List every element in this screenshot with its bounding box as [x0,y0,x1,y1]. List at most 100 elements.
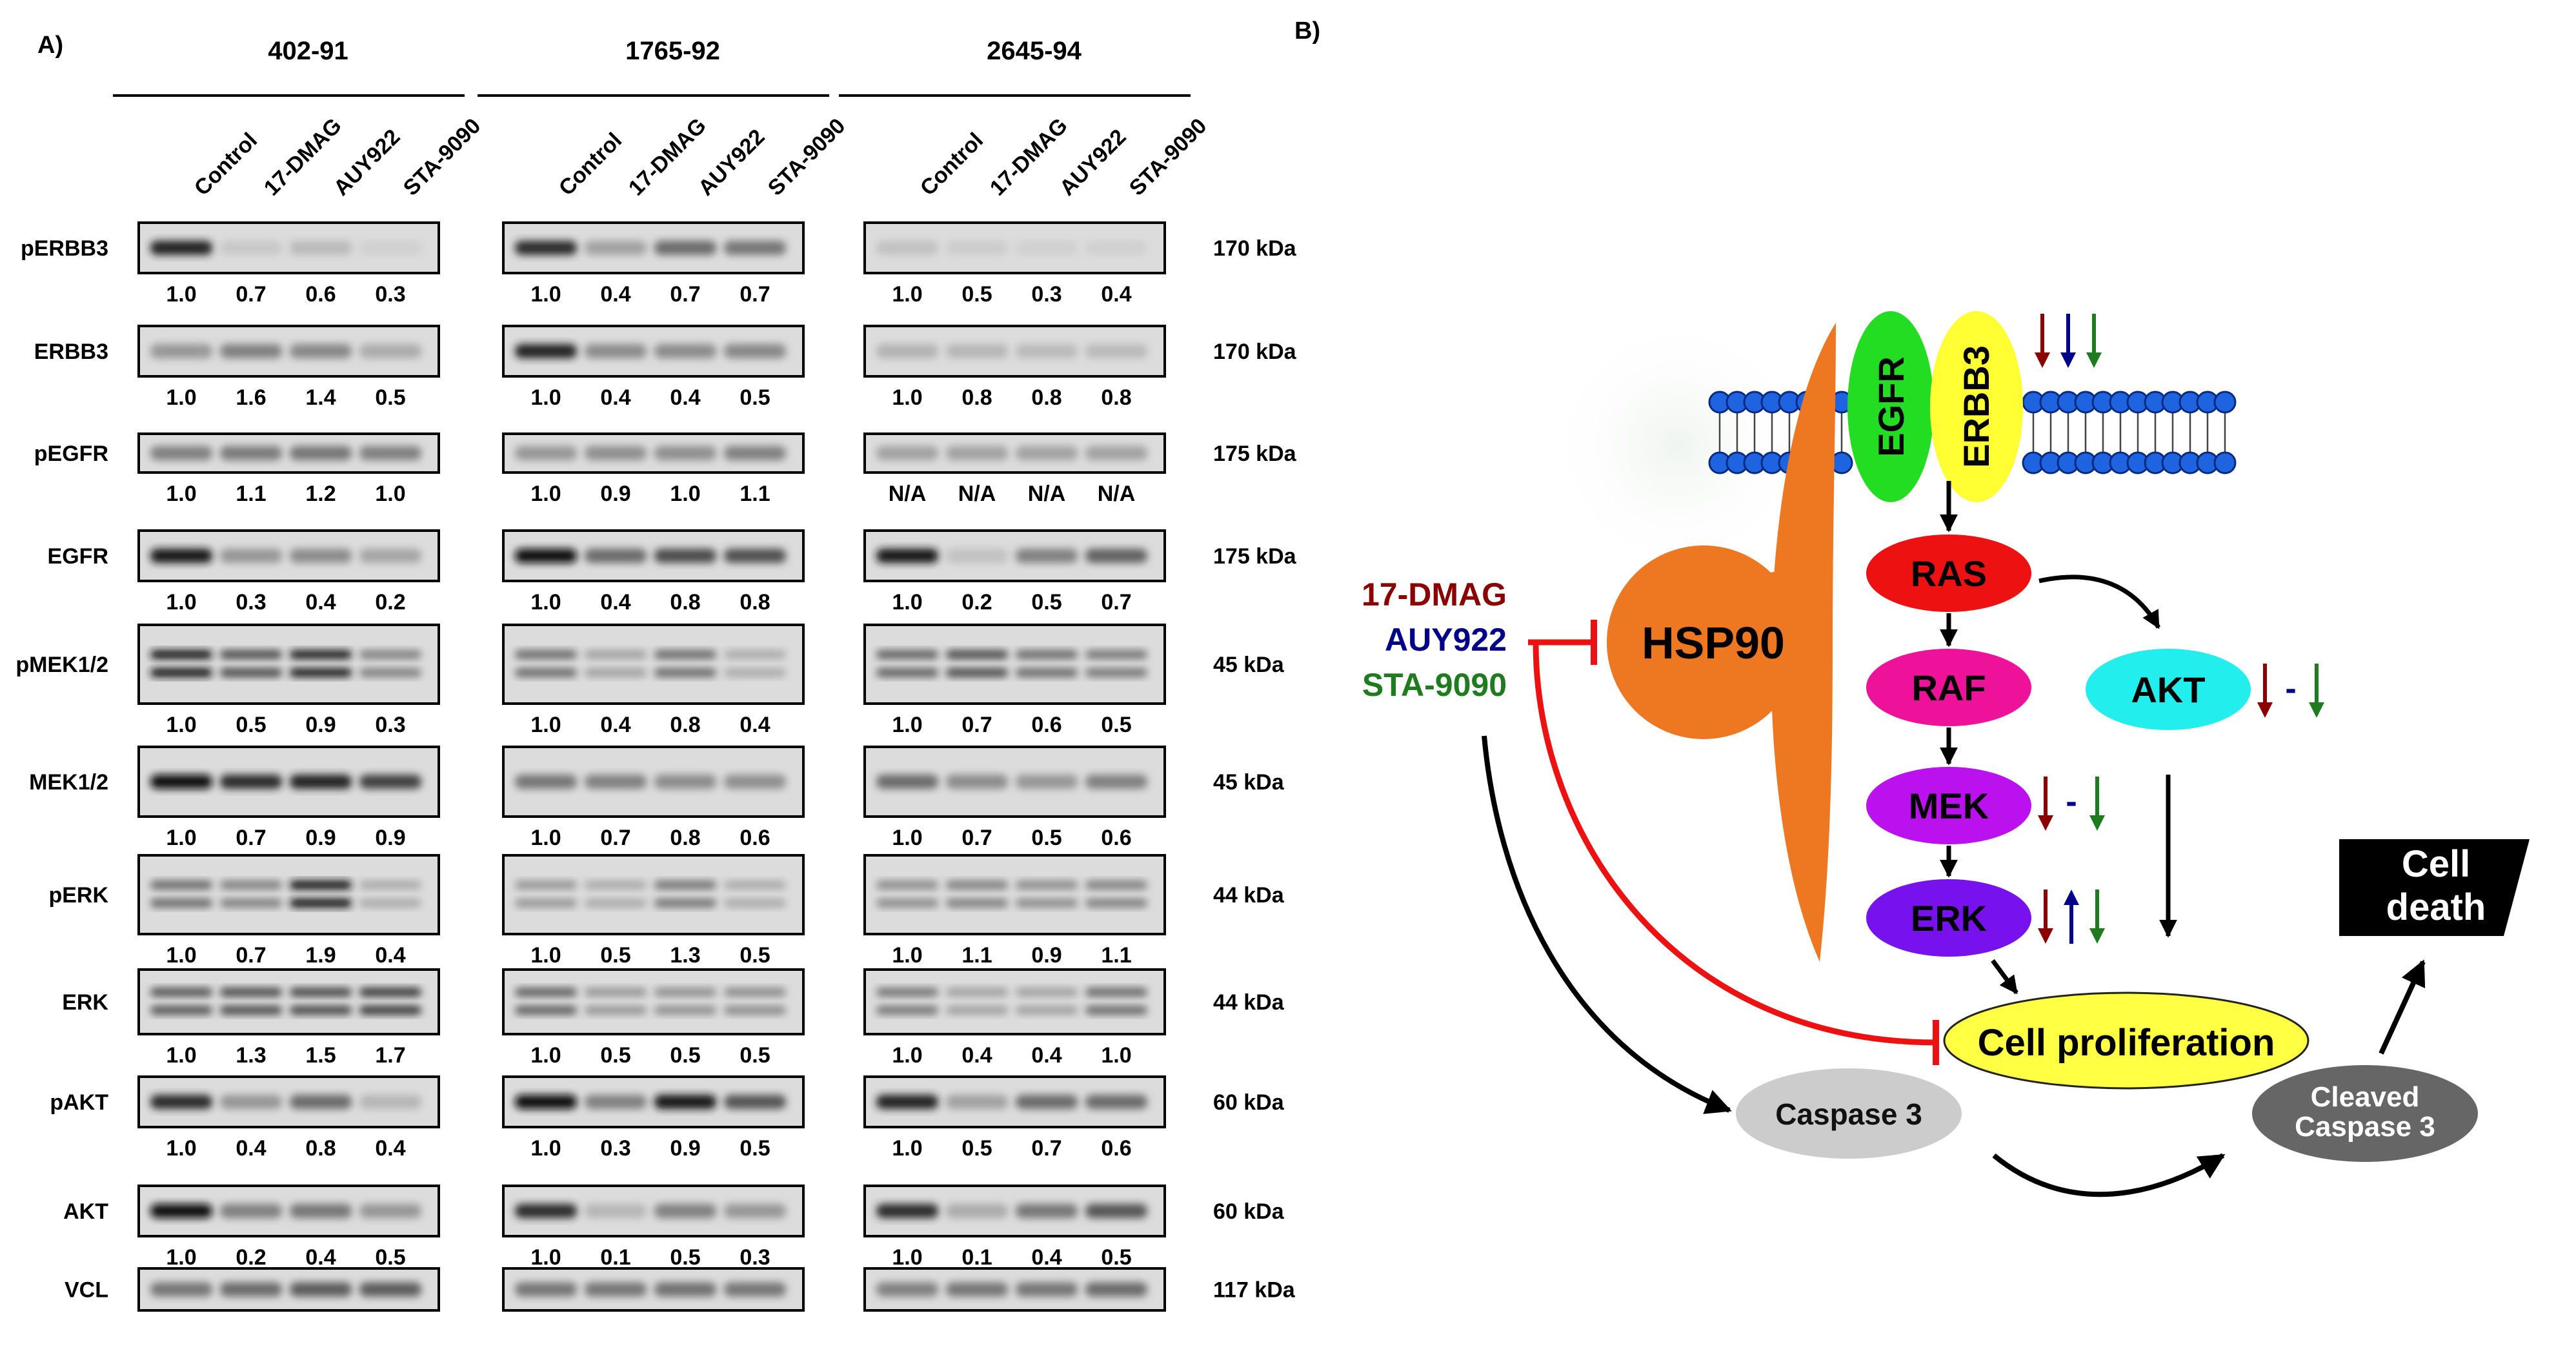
blot-band [876,1204,938,1218]
blot-band [1016,1204,1078,1218]
blot-band [220,988,282,997]
blot-band [585,549,647,563]
erbb3-effect-arrows [2035,314,2102,368]
treatment-label-sta-9090: STA-9090 [1125,114,1212,201]
blot-band [1016,549,1078,563]
erbb3-label: ERBB3 [1956,345,1997,468]
blot-band [585,1006,647,1015]
blot-band [359,241,421,255]
blot-band [1016,1282,1078,1297]
blot-band [946,1282,1008,1297]
quantification-value: 1.4 [305,385,336,410]
blot-band [359,446,421,460]
blot-band [220,650,282,659]
caspase3-label: Caspase 3 [1775,1097,1922,1131]
blot-band [1085,446,1147,460]
quantification-value: 0.4 [375,1136,405,1161]
quantification-value: 0.5 [1031,590,1062,615]
quantification-value: 0.5 [740,1043,770,1068]
blot-band [724,880,786,890]
blot-band [946,650,1008,659]
blot-band [876,988,938,997]
quantification-value: 1.0 [375,482,405,506]
quantification-value: 1.0 [892,1245,922,1270]
blot-band [654,1204,716,1218]
blot-band [290,775,352,789]
quantification-value: 0.9 [375,826,405,850]
blot-panel [502,968,805,1035]
quantification-value: 0.4 [961,1043,992,1068]
quantification-value: N/A [1098,482,1136,506]
blot-band [359,988,421,997]
blot-band [946,880,1008,890]
protein-label: ERBB3 [34,340,108,364]
drug-labels: 17-DMAG AUY922 STA-9090 [1362,576,1507,703]
blot-band [876,899,938,908]
quantification-value: 1.0 [530,282,561,307]
quantification-value: 1.0 [892,713,922,737]
kda-label: 45 kDa [1213,770,1285,795]
blot-band [1016,650,1078,659]
cleaved-caspase3-label-line2: Caspase 3 [2295,1111,2435,1143]
blot-band [876,344,938,358]
quantification-value: 0.5 [961,282,992,307]
akt-effect-arrows: - [2257,664,2324,718]
blot-panel [502,624,805,705]
quantification-value: 0.1 [600,1245,630,1270]
blot-band [946,241,1008,255]
blot-band [724,1006,786,1015]
blot-band [585,899,647,908]
quantification-value: 0.4 [600,713,630,737]
blot-band [359,1282,421,1297]
blot-band [654,1095,716,1109]
cascade-arrows [1940,481,2177,995]
quantification-value: 0.9 [670,1136,700,1161]
blot-band [654,1282,716,1297]
quantification-value: 1.0 [892,1136,922,1161]
blot-band [220,899,282,908]
kda-label: 170 kDa [1213,236,1297,261]
blot-band [1016,880,1078,890]
blot-band [946,344,1008,358]
quantification-value: 0.9 [305,713,336,737]
quantification-value: 1.6 [236,385,266,410]
blot-band [654,899,716,908]
down-arrow-head [2060,352,2076,368]
erk-effect-arrows [2038,890,2105,944]
quantification-value: 0.6 [1101,826,1131,850]
down-arrow-head [2089,928,2105,944]
blot-band [585,880,647,890]
quantification-value: 0.2 [375,590,405,615]
blot-band [876,1006,938,1015]
quantification-value: 1.0 [166,826,196,850]
blot-band [1085,1095,1147,1109]
drug-auy922-label: AUY922 [1385,622,1507,658]
quantification-value: 1.0 [670,482,700,506]
protein-label: ERK [62,990,108,1015]
akt-label: AKT [2131,669,2205,710]
blot-band [724,1282,786,1297]
kda-label: 175 kDa [1213,442,1297,466]
quantification-value: 1.0 [166,713,196,737]
quantification-value: 0.7 [236,826,266,850]
quantification-value: 0.5 [670,1245,700,1270]
quantification-value: 1.0 [530,826,561,850]
blot-band [724,241,786,255]
blot-band [220,880,282,890]
blot-band [1085,899,1147,908]
quantification-value: 0.8 [1031,385,1062,410]
blot-band [290,988,352,997]
treatment-label-sta-9090: STA-9090 [763,114,850,201]
blot-band [220,241,282,255]
quantification-value: 0.6 [1101,1136,1131,1161]
blot-band [359,880,421,890]
blot-band [150,668,212,677]
blot-band [359,1204,421,1218]
quantification-value: 0.8 [305,1136,336,1161]
quantification-value: 1.0 [530,713,561,737]
blot-band [515,1006,577,1015]
quantification-value: 1.0 [892,1043,922,1068]
blot-band [290,241,352,255]
blot-panel [502,854,805,935]
